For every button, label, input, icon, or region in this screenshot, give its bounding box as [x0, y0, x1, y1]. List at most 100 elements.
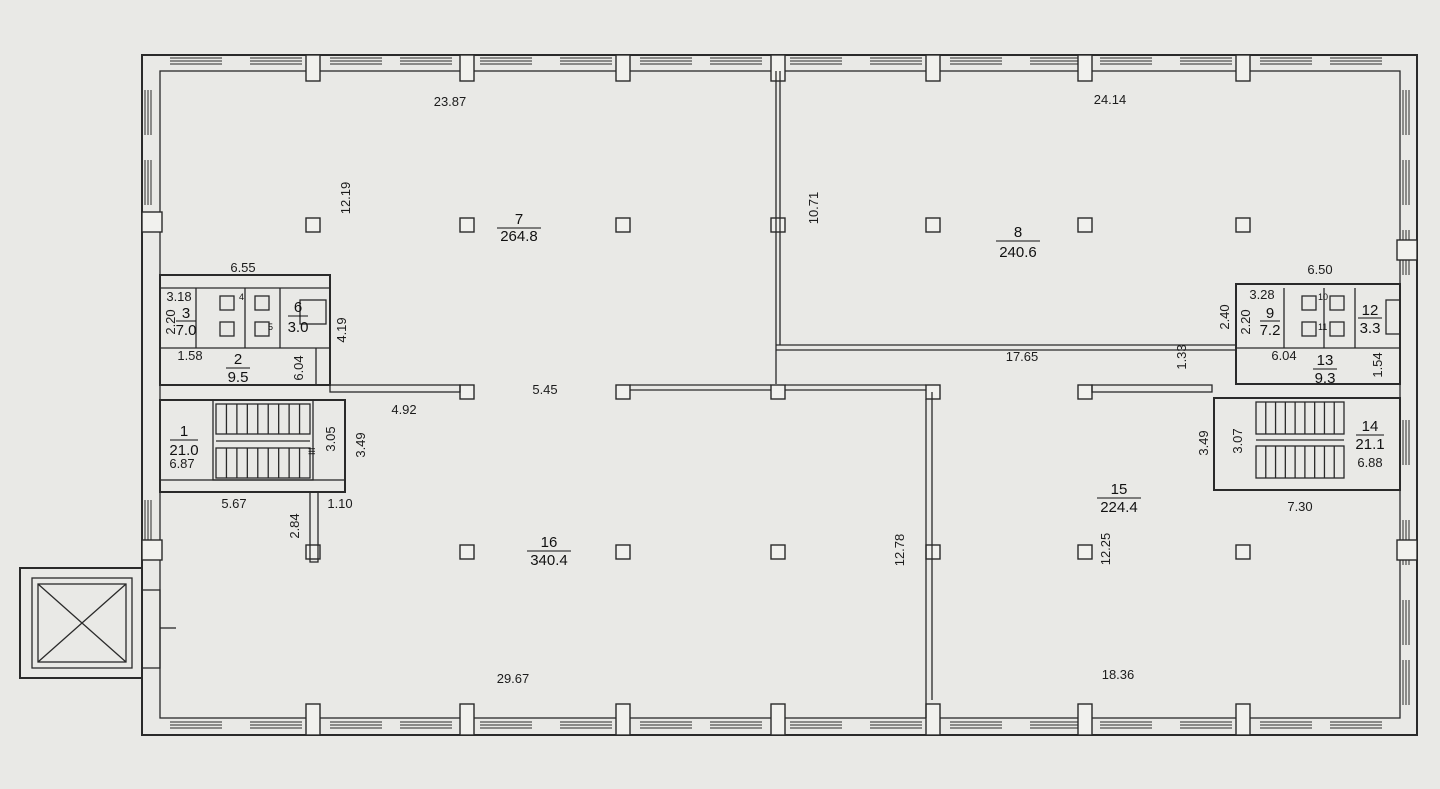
dim-12-78: 12.78 [892, 534, 907, 567]
left-staircase [215, 403, 311, 479]
dim-4-92: 4.92 [391, 402, 416, 417]
pilaster [141, 211, 163, 233]
dimension-labels: 23.87 24.14 6.55 6.50 3.18 1.58 5.45 4.9… [166, 92, 1382, 686]
stair-flight [1255, 401, 1345, 435]
pilaster [615, 54, 631, 82]
dim-2-84: 2.84 [287, 513, 302, 538]
right-staircase [1255, 401, 1345, 479]
room-12-area: 3.3 [1360, 320, 1381, 337]
room-9-area: 7.2 [1260, 322, 1281, 339]
room-labels: 7 264.8 8 240.6 16 340.4 15 224.4 1 21.0… [169, 211, 1384, 569]
dim-1-10: 1.10 [327, 496, 352, 511]
pilaster [925, 54, 941, 82]
dim-6-88: 6.88 [1357, 455, 1382, 470]
corridor-walls [159, 479, 346, 563]
room-8-number: 8 [1014, 224, 1022, 241]
vertical-dimension-labels: 12.19 10.71 2.20 4.19 6.04 3.05 3.49 2.8… [163, 182, 1385, 567]
dim-2-20-l: 2.20 [163, 309, 178, 334]
pilaster [141, 539, 163, 561]
pilaster [770, 703, 786, 736]
dim-7-30: 7.30 [1287, 499, 1312, 514]
stair-flight [215, 403, 311, 435]
stair-flight [215, 447, 311, 479]
right-service-block [1213, 283, 1401, 491]
dim-3-05: 3.05 [323, 426, 338, 451]
wc-number-5: 5 [268, 322, 273, 332]
interior-columns [305, 217, 1251, 560]
dim-3-49-l: 3.49 [353, 432, 368, 457]
stair-flight [1255, 445, 1345, 479]
room-14-number: 14 [1362, 418, 1379, 435]
dim-5-67: 5.67 [221, 496, 246, 511]
room-2-number: 2 [234, 351, 242, 368]
stair-mark: III [307, 447, 317, 455]
dim-1-33: 1.33 [1174, 344, 1189, 369]
pilaster [770, 54, 786, 82]
dim-5-45: 5.45 [532, 382, 557, 397]
wc-number-10: 10 [1318, 292, 1328, 302]
pilaster [615, 703, 631, 736]
elevator-shaft [19, 567, 176, 679]
dim-12-25: 12.25 [1098, 533, 1113, 566]
room-6-area: 3.0 [288, 319, 309, 336]
dim-3-07: 3.07 [1230, 428, 1245, 453]
room-15-number: 15 [1111, 481, 1128, 498]
dim-4-19: 4.19 [334, 317, 349, 342]
dim-6-50: 6.50 [1307, 262, 1332, 277]
dim-3-18: 3.18 [166, 289, 191, 304]
room-13-area: 9.3 [1315, 370, 1336, 387]
room-3-number: 3 [182, 305, 190, 322]
pilaster [1396, 539, 1418, 561]
room-8-area: 240.6 [999, 244, 1037, 261]
room-1-number: 1 [180, 423, 188, 440]
interior-partitions [329, 71, 1236, 718]
room-7-area: 264.8 [500, 228, 538, 245]
pilaster [459, 703, 475, 736]
wc-number-4: 4 [239, 292, 244, 302]
room-16-number: 16 [541, 534, 558, 551]
dim-29-67: 29.67 [497, 671, 530, 686]
pilasters [141, 54, 1418, 736]
pilaster [459, 54, 475, 82]
room-1-area: 21.0 [169, 442, 198, 459]
pilaster [1396, 239, 1418, 261]
dim-10-71: 10.71 [806, 192, 821, 225]
dim-6-87: 6.87 [169, 456, 194, 471]
room-6-number: 6 [294, 299, 302, 316]
pilaster [1235, 54, 1251, 82]
room-14-area: 21.1 [1355, 436, 1384, 453]
pilaster [1235, 703, 1251, 736]
room-13-number: 13 [1317, 352, 1334, 369]
pilaster [305, 703, 321, 736]
pilaster [1077, 703, 1093, 736]
wc-number-11: 11 [1318, 322, 1327, 332]
dim-6-04-l: 6.04 [291, 355, 306, 380]
dim-18-36: 18.36 [1102, 667, 1135, 682]
room-15-area: 224.4 [1100, 499, 1138, 516]
dim-23-87: 23.87 [434, 94, 467, 109]
room-3-area: 7.0 [176, 322, 197, 339]
dim-3-49-r: 3.49 [1196, 430, 1211, 455]
pilaster [305, 54, 321, 82]
dim-12-19: 12.19 [338, 182, 353, 215]
dim-2-20-r: 2.20 [1238, 309, 1253, 334]
dim-6-55: 6.55 [230, 260, 255, 275]
top-windows [170, 57, 1382, 65]
room-16-area: 340.4 [530, 552, 568, 569]
dim-1-54: 1.54 [1370, 352, 1385, 377]
dim-6-04-r: 6.04 [1271, 348, 1296, 363]
pilaster [1077, 54, 1093, 82]
room-12-number: 12 [1362, 302, 1379, 319]
dim-24-14: 24.14 [1094, 92, 1127, 107]
room-2-area: 9.5 [228, 369, 249, 386]
room-9-number: 9 [1266, 305, 1274, 322]
dim-17-65: 17.65 [1006, 349, 1039, 364]
pilaster [925, 703, 941, 736]
room-7-number: 7 [515, 211, 523, 228]
dim-3-28: 3.28 [1249, 287, 1274, 302]
bottom-windows [170, 721, 1382, 729]
dim-2-40: 2.40 [1217, 304, 1232, 329]
dim-1-58: 1.58 [177, 348, 202, 363]
